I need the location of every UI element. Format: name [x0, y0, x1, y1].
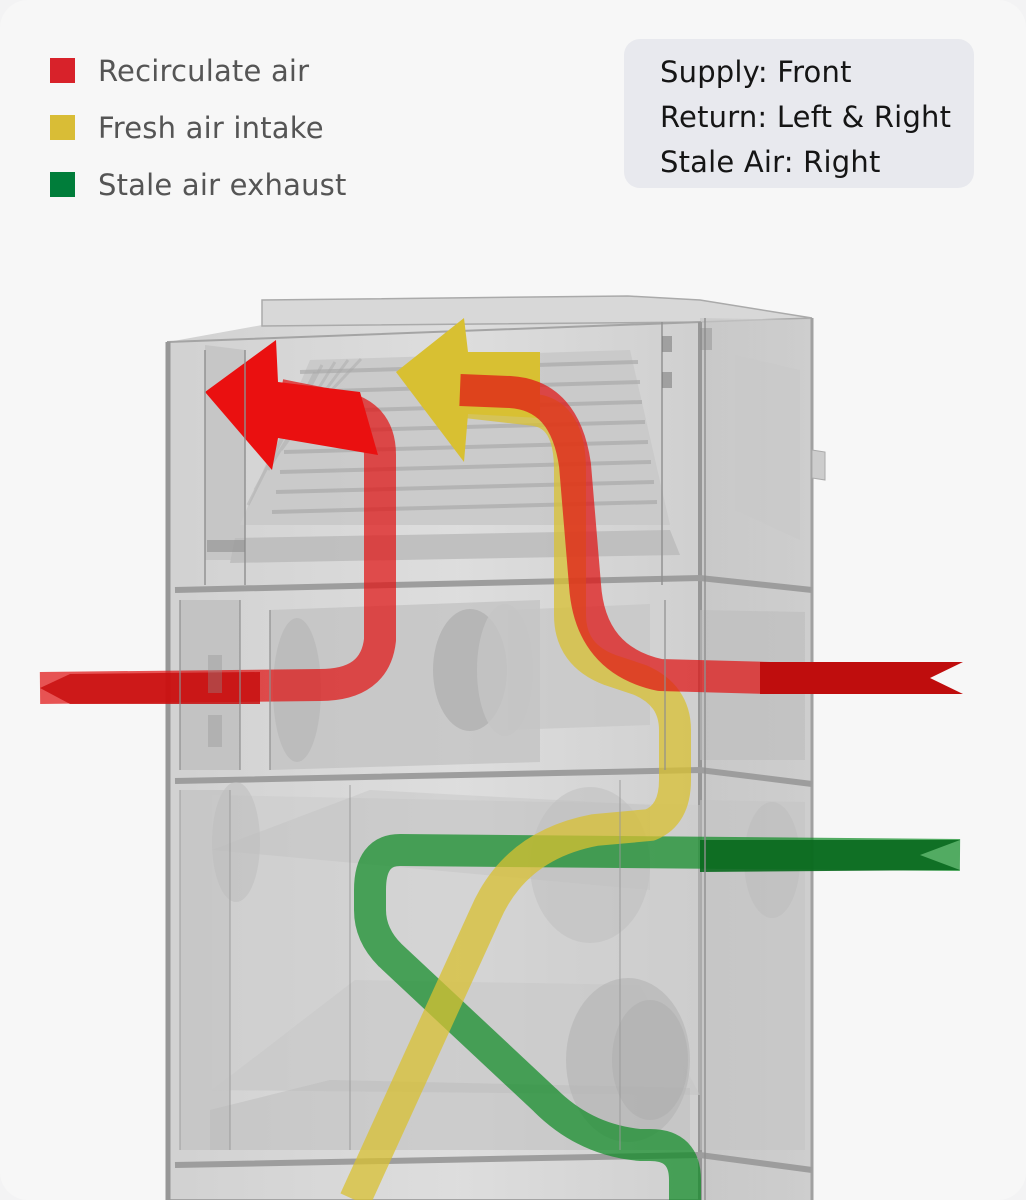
casing-details — [179, 318, 712, 1200]
legend-swatch-red — [50, 58, 75, 83]
legend-swatch-yellow — [50, 115, 75, 140]
stale-air-flow-arrow — [354, 834, 961, 1200]
legend: Recirculate air Fresh air intake Stale a… — [50, 42, 347, 213]
legend-item-recirculate-air: Recirculate air — [50, 42, 347, 99]
legend-item-fresh-air-intake: Fresh air intake — [50, 99, 347, 156]
connection-info-box: Supply: Front Return: Left & Right Stale… — [624, 39, 974, 188]
legend-swatch-green — [50, 172, 75, 197]
legend-item-stale-air-exhaust: Stale air exhaust — [50, 156, 347, 213]
supply-info: Supply: Front — [660, 55, 852, 89]
recirculate-air-flow-arrow — [39, 340, 963, 704]
stale-air-info: Stale Air: Right — [660, 145, 881, 179]
legend-label: Recirculate air — [98, 53, 310, 88]
legend-label: Fresh air intake — [98, 110, 324, 145]
legend-label: Stale air exhaust — [98, 167, 347, 202]
return-info: Return: Left & Right — [660, 100, 952, 134]
